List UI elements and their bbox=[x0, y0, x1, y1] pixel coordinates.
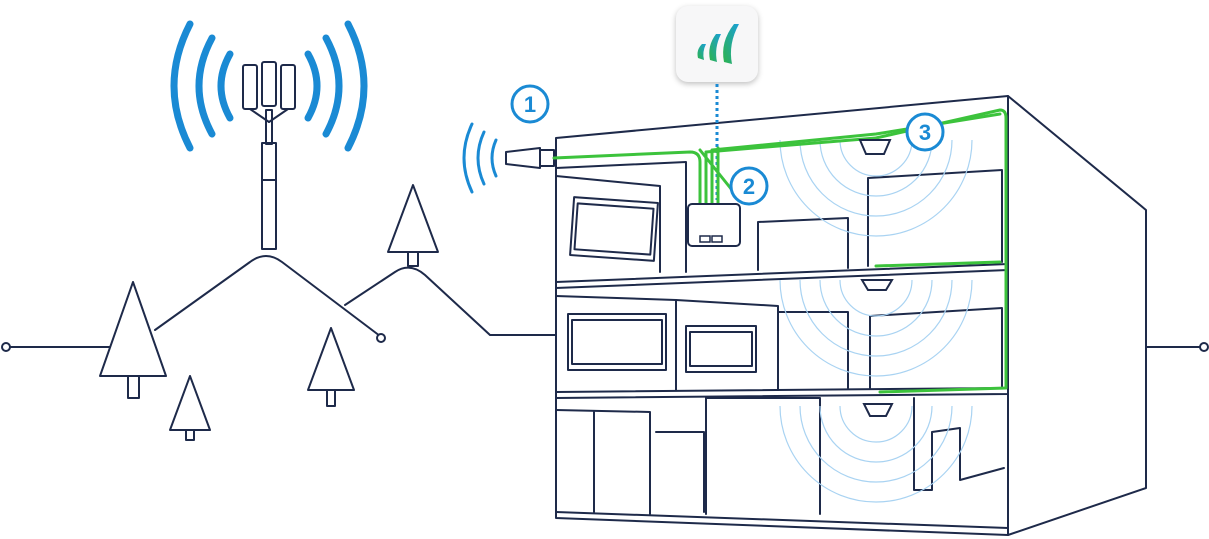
booster-app-icon-tile bbox=[676, 6, 758, 82]
outdoor-antenna-waves bbox=[462, 122, 498, 194]
signal-bars-app-icon bbox=[697, 24, 739, 64]
cell-tower-icon bbox=[242, 61, 296, 250]
tower-signal-waves bbox=[170, 20, 368, 152]
tree-hill bbox=[387, 184, 439, 267]
tree-middle bbox=[307, 327, 355, 407]
callout-badge-2: 2 bbox=[729, 166, 769, 206]
tree-small bbox=[169, 375, 211, 441]
svg-text:3: 3 bbox=[919, 120, 931, 145]
house-outline bbox=[555, 95, 1147, 536]
coax-cables bbox=[552, 108, 1008, 394]
indoor-dome-antenna-icon bbox=[858, 139, 894, 417]
ground-line bbox=[1, 342, 1209, 352]
coverage-ripples bbox=[779, 139, 973, 503]
booster-unit-icon bbox=[687, 203, 741, 247]
callout-badge-1: 1 bbox=[510, 84, 550, 124]
svg-text:1: 1 bbox=[524, 92, 536, 117]
interior-walls bbox=[555, 169, 1005, 515]
callout-badge-3: 3 bbox=[905, 112, 945, 152]
terrain-outline bbox=[154, 255, 556, 343]
tree-large bbox=[99, 281, 167, 399]
svg-text:2: 2 bbox=[743, 174, 755, 199]
outdoor-antenna-icon bbox=[505, 147, 555, 169]
